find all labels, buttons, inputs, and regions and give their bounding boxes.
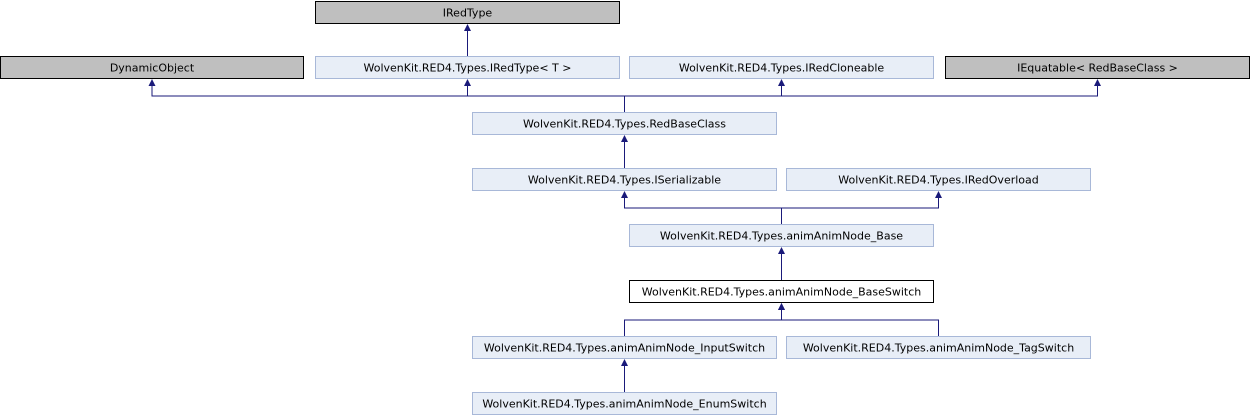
class-node-iredoverload[interactable]: WolvenKit.RED4.Types.IRedOverload xyxy=(786,168,1091,191)
node-label: WolvenKit.RED4.Types.animAnimNode_Base xyxy=(660,230,903,243)
arrowhead xyxy=(621,135,628,142)
node-box xyxy=(472,392,777,415)
arrowhead xyxy=(778,247,785,254)
node-label: WolvenKit.RED4.Types.animAnimNode_TagSwi… xyxy=(803,342,1074,355)
class-node-iserializable[interactable]: WolvenKit.RED4.Types.ISerializable xyxy=(472,168,777,191)
node-box xyxy=(786,168,1091,191)
class-node-iredtype-t[interactable]: WolvenKit.RED4.Types.IRedType< T > xyxy=(315,56,620,79)
class-node-animnode-enumswitch[interactable]: WolvenKit.RED4.Types.animAnimNode_EnumSw… xyxy=(472,392,777,415)
node-label: WolvenKit.RED4.Types.ISerializable xyxy=(528,174,721,187)
class-node-iredcloneable[interactable]: WolvenKit.RED4.Types.IRedCloneable xyxy=(629,56,934,79)
inheritance-edge xyxy=(624,303,785,336)
arrowhead xyxy=(1094,79,1101,86)
inheritance-edge xyxy=(781,191,942,224)
node-box xyxy=(472,112,777,135)
node-label: WolvenKit.RED4.Types.RedBaseClass xyxy=(523,118,726,131)
node-box xyxy=(629,224,934,247)
inheritance-edge xyxy=(464,79,625,112)
inheritance-edge xyxy=(621,135,628,168)
inheritance-edge xyxy=(778,303,939,336)
node-box xyxy=(472,168,777,191)
node-label: WolvenKit.RED4.Types.IRedOverload xyxy=(838,174,1039,187)
node-box xyxy=(472,336,777,359)
inheritance-edge xyxy=(621,191,782,224)
inheritance-edge xyxy=(624,79,1101,112)
node-label: DynamicObject xyxy=(110,62,195,75)
arrowhead xyxy=(621,191,628,198)
class-node-iredtype: IRedType xyxy=(315,1,620,24)
node-label: IRedType xyxy=(443,7,493,20)
arrowhead xyxy=(935,191,942,198)
class-node-redbaseclass[interactable]: WolvenKit.RED4.Types.RedBaseClass xyxy=(472,112,777,135)
arrowhead xyxy=(148,79,156,86)
node-box xyxy=(629,280,934,303)
inheritance-edge xyxy=(621,359,628,392)
node-label: WolvenKit.RED4.Types.animAnimNode_BaseSw… xyxy=(642,286,922,299)
class-node-iequatable: IEquatable< RedBaseClass > xyxy=(945,56,1250,79)
arrowhead xyxy=(778,303,785,310)
node-label: WolvenKit.RED4.Types.animAnimNode_InputS… xyxy=(484,342,765,355)
class-node-animnode-base[interactable]: WolvenKit.RED4.Types.animAnimNode_Base xyxy=(629,224,934,247)
node-box xyxy=(0,56,304,79)
node-box xyxy=(629,56,934,79)
arrowhead xyxy=(778,79,785,86)
arrowhead xyxy=(621,359,628,366)
class-node-animnode-tagswitch[interactable]: WolvenKit.RED4.Types.animAnimNode_TagSwi… xyxy=(786,336,1091,359)
inheritance-edge xyxy=(464,24,471,56)
node-label: WolvenKit.RED4.Types.IRedCloneable xyxy=(679,62,885,75)
node-box xyxy=(786,336,1091,359)
class-node-animnode-inputswitch[interactable]: WolvenKit.RED4.Types.animAnimNode_InputS… xyxy=(472,336,777,359)
node-label: WolvenKit.RED4.Types.animAnimNode_EnumSw… xyxy=(482,398,766,411)
arrowhead xyxy=(464,79,471,86)
node-box xyxy=(315,56,620,79)
node-label: IEquatable< RedBaseClass > xyxy=(1017,62,1178,75)
inheritance-edge xyxy=(778,247,785,280)
class-node-animnode-baseswitch: WolvenKit.RED4.Types.animAnimNode_BaseSw… xyxy=(629,280,934,303)
node-label: WolvenKit.RED4.Types.IRedType< T > xyxy=(364,62,572,75)
arrowhead xyxy=(464,24,471,31)
class-node-dynamicobject: DynamicObject xyxy=(0,56,304,79)
edges-layer xyxy=(148,24,1101,392)
node-box xyxy=(315,1,620,24)
